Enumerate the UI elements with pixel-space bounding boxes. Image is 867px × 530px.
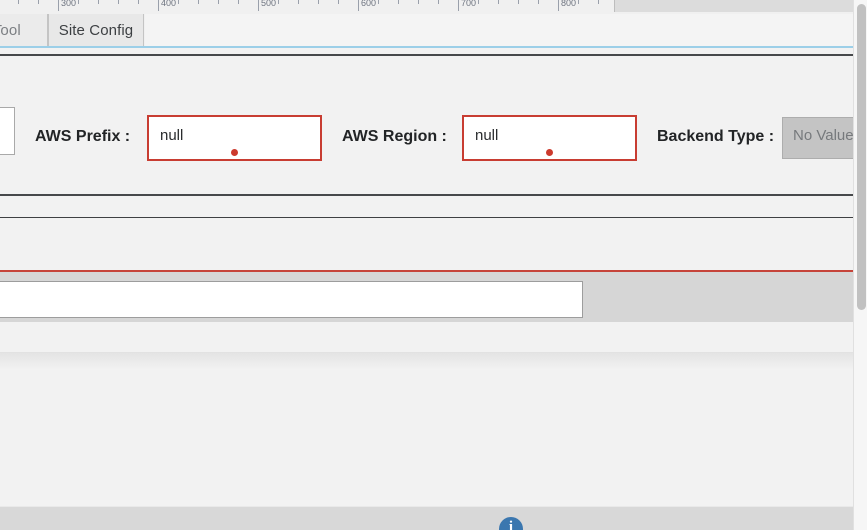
vertical-scrollbar[interactable]: [853, 0, 867, 530]
ruler-minor-tick: [98, 0, 99, 4]
ruler-tick-label: 400: [161, 0, 177, 8]
tab-bar-empty-space: [145, 14, 853, 46]
ruler-minor-tick: [438, 0, 439, 4]
ruler-minor-tick: [78, 0, 79, 4]
ruler-inactive-region: [614, 0, 853, 12]
ruler-minor-tick: [318, 0, 319, 4]
backend-type-value: No Value: [793, 127, 854, 144]
band-lower-strip: [0, 322, 853, 353]
tab-query-tool-label: y Tool: [0, 21, 21, 39]
ruler-minor-tick: [418, 0, 419, 4]
backend-type-label: Backend Type :: [657, 128, 775, 145]
ruler-minor-tick: [18, 0, 19, 4]
clipped-left-field[interactable]: [0, 107, 15, 155]
toolbar-band: [0, 272, 853, 322]
aws-region-required-dot: [546, 149, 553, 156]
ruler-major-tick: [358, 0, 359, 11]
empty-content-area: [0, 369, 853, 530]
aws-prefix-label: AWS Prefix :: [35, 128, 131, 145]
ruler-major-tick: [558, 0, 559, 11]
info-icon-glyph: i: [508, 519, 514, 530]
ruler-minor-tick: [198, 0, 199, 4]
ruler-tick-label: 800: [561, 0, 577, 8]
ruler-ticks: 300 400 500 600 700 800: [0, 0, 853, 12]
ruler-minor-tick: [578, 0, 579, 4]
ruler-minor-tick: [298, 0, 299, 4]
ruler-minor-tick: [278, 0, 279, 4]
form-bottom-divider: [0, 194, 853, 196]
ruler-minor-tick: [238, 0, 239, 4]
filter-input[interactable]: [0, 281, 583, 318]
content-top-divider: [0, 54, 853, 56]
ruler-major-tick: [458, 0, 459, 11]
ruler-tick-label: 300: [61, 0, 77, 8]
aws-prefix-input[interactable]: null: [147, 115, 322, 161]
ruler-minor-tick: [38, 0, 39, 4]
ruler-minor-tick: [118, 0, 119, 4]
aws-region-value: null: [475, 127, 499, 144]
ruler-major-tick: [58, 0, 59, 11]
ruler-tick-label: 500: [261, 0, 277, 8]
ruler-minor-tick: [178, 0, 179, 4]
ruler-tick-label: 700: [461, 0, 477, 8]
aws-region-input[interactable]: null: [462, 115, 637, 161]
section-divider: [0, 217, 853, 218]
tab-site-config-label: Site Config: [58, 21, 134, 39]
ruler-minor-tick: [138, 0, 139, 4]
horizontal-ruler: 300 400 500 600 700 800: [0, 0, 853, 13]
tab-query-tool[interactable]: y Tool: [0, 14, 48, 46]
config-form-panel: AWS Prefix : null AWS Region : null Back…: [0, 56, 857, 194]
error-divider: [0, 270, 853, 272]
ruler-minor-tick: [478, 0, 479, 4]
status-bar: [0, 506, 853, 530]
aws-region-label: AWS Region :: [342, 128, 447, 145]
content-shadow: [0, 353, 853, 369]
ruler-minor-tick: [338, 0, 339, 4]
info-icon[interactable]: i: [499, 517, 523, 530]
ruler-minor-tick: [218, 0, 219, 4]
vertical-scrollbar-thumb[interactable]: [857, 4, 866, 310]
ruler-major-tick: [258, 0, 259, 11]
ruler-minor-tick: [538, 0, 539, 4]
backend-type-select[interactable]: No Value: [782, 117, 857, 159]
ruler-tick-label: 600: [361, 0, 377, 8]
tab-bar: y Tool Site Config: [0, 12, 853, 48]
aws-prefix-required-dot: [231, 149, 238, 156]
ruler-minor-tick: [378, 0, 379, 4]
ruler-minor-tick: [598, 0, 599, 4]
ruler-major-tick: [158, 0, 159, 11]
aws-prefix-value: null: [160, 127, 184, 144]
ruler-minor-tick: [398, 0, 399, 4]
ruler-minor-tick: [518, 0, 519, 4]
tab-site-config[interactable]: Site Config: [48, 14, 144, 46]
ruler-minor-tick: [498, 0, 499, 4]
